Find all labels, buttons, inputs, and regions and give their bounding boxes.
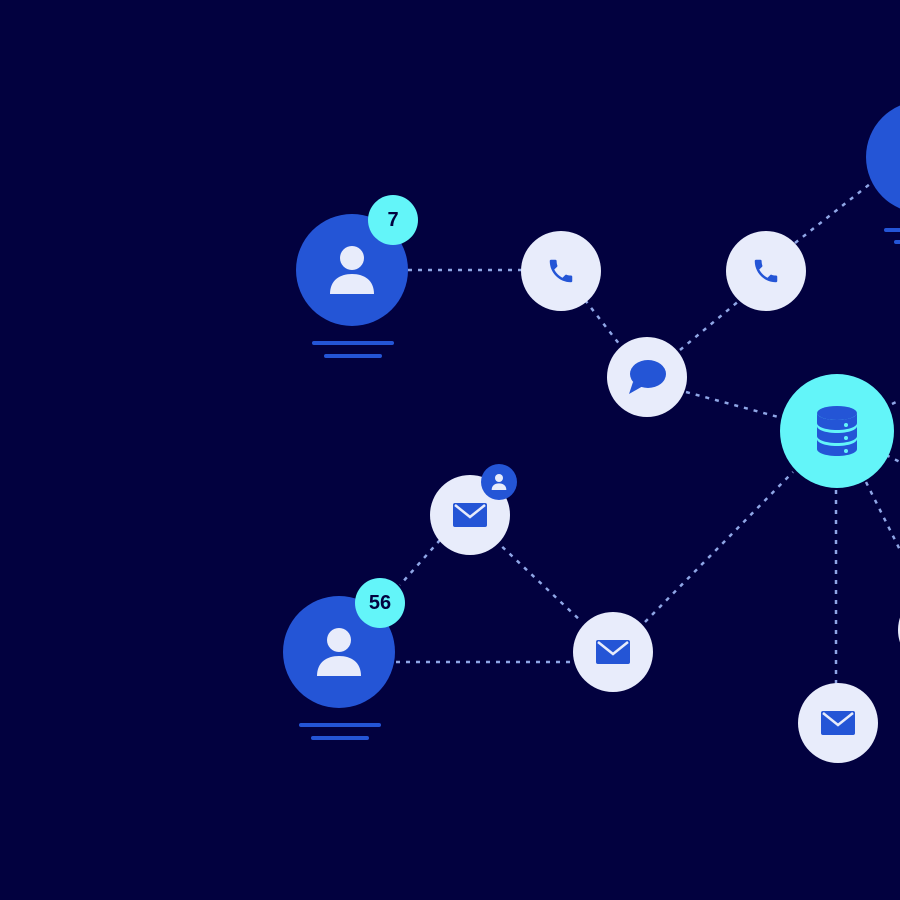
- connector-mail-middle-database: [644, 471, 794, 623]
- connector-database-right-mid: [885, 453, 900, 464]
- connector-phone-left-chat: [584, 299, 621, 346]
- person-icon: [330, 246, 374, 294]
- person-offscreen-bar-1: [884, 228, 900, 232]
- person-top-bar-1: [312, 341, 394, 345]
- mail-node-top: [430, 475, 510, 555]
- connector-chat-database: [685, 390, 783, 420]
- person-icon: [317, 628, 361, 676]
- chat-bubble-icon: [629, 360, 666, 394]
- mini-user-badge: [481, 464, 517, 500]
- connector-mail-top-person-bottom: [399, 539, 441, 586]
- mail-node-middle: [573, 612, 653, 692]
- phone-node-left: [521, 231, 601, 311]
- phone-icon: [754, 259, 778, 283]
- connector-mail-top-mail-middle: [494, 539, 583, 623]
- connector-chat-phone-right: [679, 299, 741, 351]
- database-icon: [817, 406, 857, 456]
- person-top-bar-2: [324, 354, 382, 358]
- person-icon: [491, 474, 507, 490]
- envelope-icon: [596, 640, 630, 664]
- person-bottom-bar-1: [299, 723, 381, 727]
- person-bottom-bar-2: [311, 736, 369, 740]
- phone-node-right: [726, 231, 806, 311]
- person-offscreen-bar-2: [894, 240, 900, 244]
- connector-phone-right-top-node: [794, 179, 876, 244]
- mail-node-bottom: [798, 683, 878, 763]
- notification-badge-bottom: 56: [355, 578, 405, 628]
- envelope-icon: [821, 711, 855, 735]
- chat-node: [607, 337, 687, 417]
- phone-icon: [549, 259, 573, 283]
- envelope-icon: [453, 503, 487, 527]
- partial-node-right: [898, 590, 900, 670]
- connector-database-right-upper: [891, 398, 900, 406]
- database-hub-node: [780, 374, 894, 488]
- notification-badge-top: 7: [368, 195, 418, 245]
- connector-database-right-lower: [864, 481, 900, 551]
